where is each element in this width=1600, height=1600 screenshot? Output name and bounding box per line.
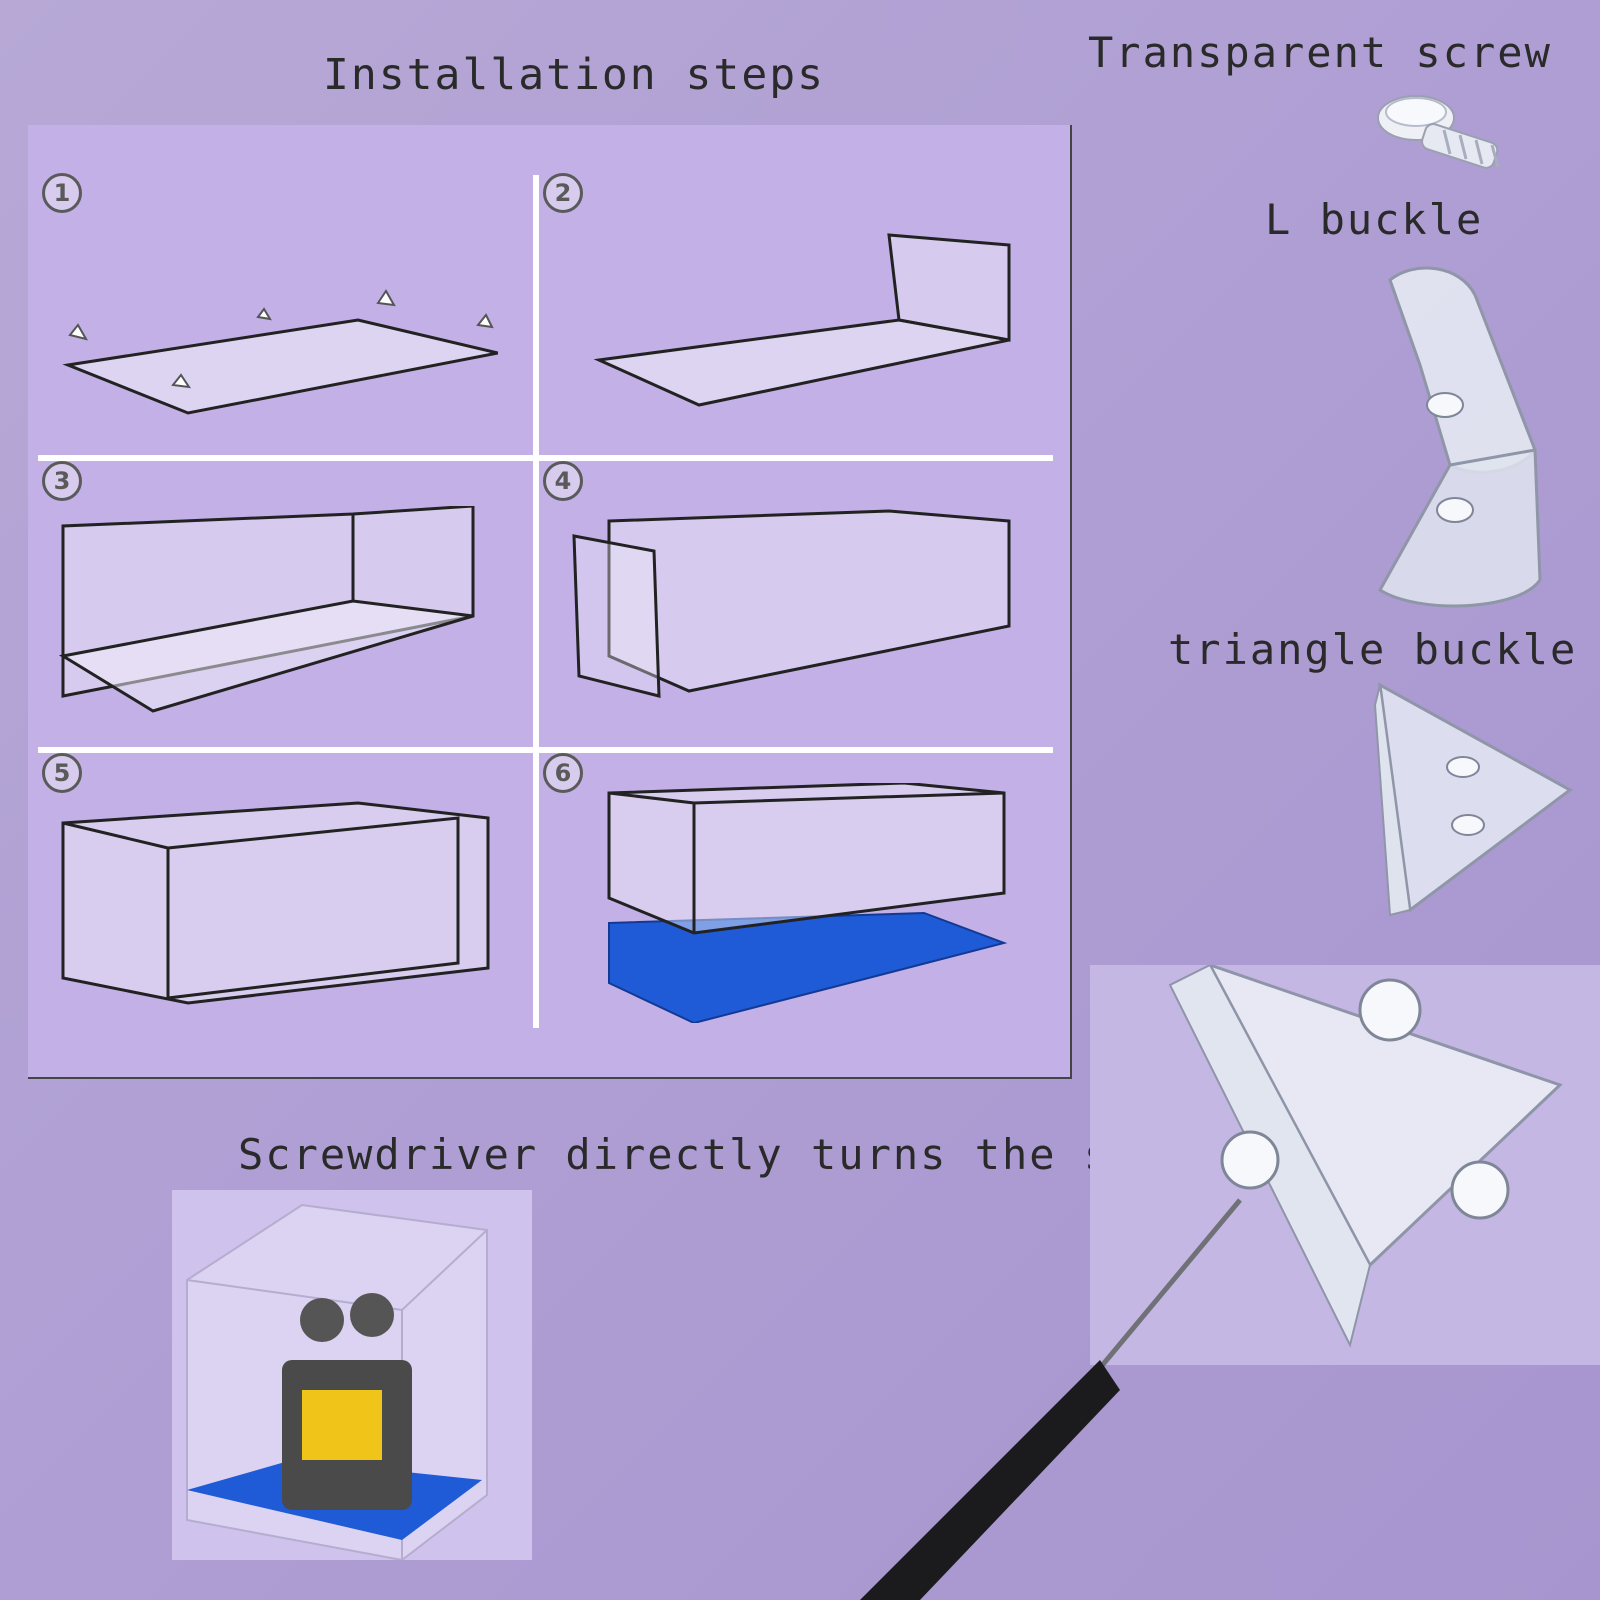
screw-icon <box>1377 95 1500 169</box>
transparent-screw-label: Transparent screw <box>1088 28 1552 77</box>
step-5: 5 <box>28 753 533 1053</box>
step-6: 6 <box>539 753 1059 1053</box>
triangle-buckle-label: triangle buckle <box>1168 625 1578 674</box>
step-number-badge: 5 <box>42 753 82 793</box>
step-3: 3 <box>28 461 533 747</box>
screwdriver-caption: Screwdriver directly turns the screw <box>238 1130 1221 1179</box>
step-1: 1 <box>28 125 533 455</box>
installation-steps-panel: 1 2 3 4 5 <box>28 125 1072 1079</box>
panel-divider-horizontal <box>38 747 1053 753</box>
step-2: 2 <box>539 125 1059 455</box>
corner-bracket-photo <box>1090 962 1600 1365</box>
step-number-badge: 3 <box>42 461 82 501</box>
step-number-badge: 2 <box>543 173 583 213</box>
page-title: Installation steps <box>323 50 825 100</box>
panel-divider-horizontal <box>38 455 1053 461</box>
screwdriver-icon <box>860 1198 1242 1600</box>
display-case-photo <box>172 1190 532 1562</box>
step-4: 4 <box>539 461 1059 747</box>
l-buckle-label: L buckle <box>1265 195 1484 244</box>
step-1-illustration <box>62 289 498 415</box>
step-number-badge: 6 <box>543 753 583 793</box>
l-buckle-icon <box>1377 266 1542 608</box>
triangle-buckle-icon <box>1373 682 1573 917</box>
step-number-badge: 4 <box>543 461 583 501</box>
step-number-badge: 1 <box>42 173 82 213</box>
panel-divider-vertical <box>533 175 539 1028</box>
